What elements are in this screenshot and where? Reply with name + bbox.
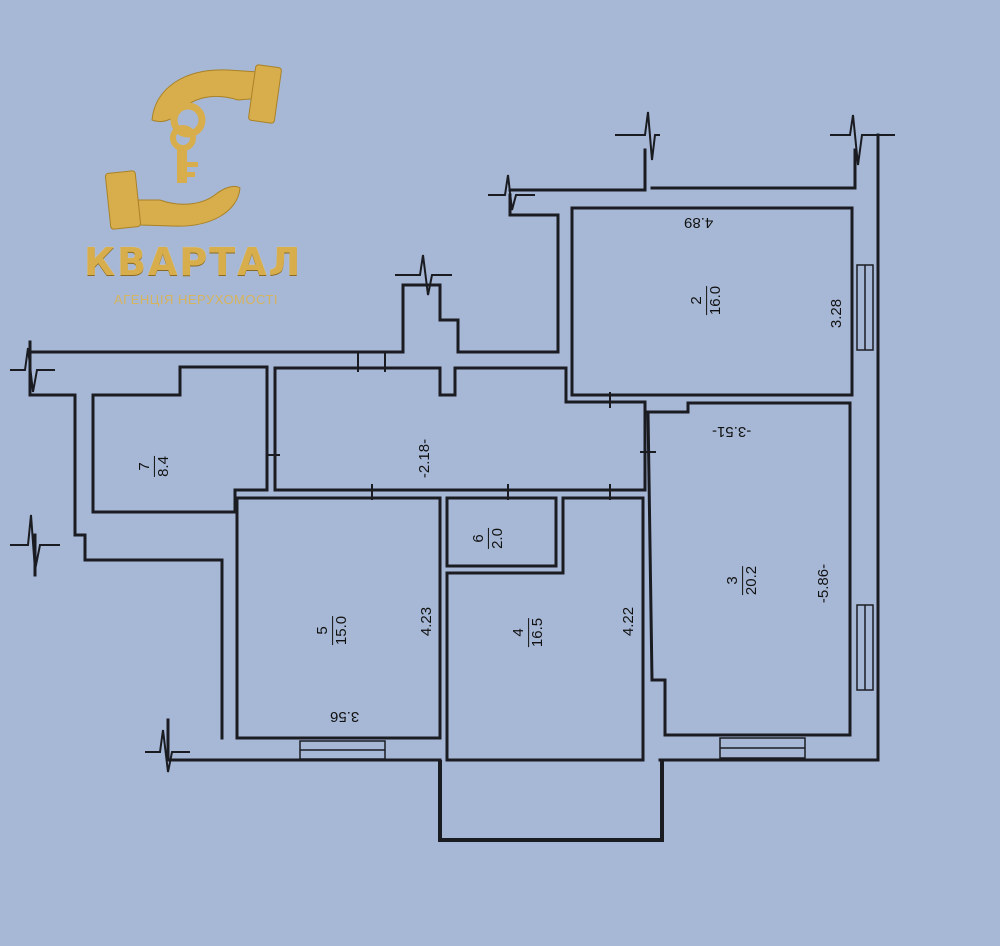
- room7-wall: [91, 365, 269, 514]
- room-2-area: 16.0: [707, 285, 725, 316]
- outer-wall-top: [650, 148, 857, 190]
- room-2-label: 2 16.0: [688, 285, 725, 316]
- room-6-area: 2.0: [488, 528, 506, 549]
- dim-room5-width: 3.56: [330, 708, 360, 725]
- dim-room2-height: 3.28: [828, 298, 846, 329]
- dim-room5-height: 4.23: [418, 606, 436, 637]
- room-7-label: 7 8.4: [135, 456, 173, 477]
- dim-corridor: -2.18-: [416, 438, 434, 479]
- dim-room3-height: -5.86-: [815, 563, 833, 604]
- room-7-number: 7: [135, 456, 155, 477]
- outer-wall-bottom-left: [166, 718, 442, 762]
- room-4-area: 16.5: [529, 617, 547, 648]
- logo-emblem: [104, 64, 282, 230]
- outer-wall-left-top: [28, 340, 77, 397]
- room-6-label: 6 2.0: [469, 528, 507, 549]
- room3-wall: [646, 401, 852, 737]
- room4-wall: [445, 496, 645, 762]
- room-5-label: 5 15.0: [314, 615, 351, 646]
- room-2-number: 2: [688, 285, 708, 316]
- logo-title: КВАРТАЛ: [84, 240, 303, 284]
- room-4-label: 4 16.5: [510, 617, 547, 648]
- dim-room2-width: 4.89: [684, 214, 714, 231]
- room6-wall: [445, 496, 558, 568]
- room2-wall: [570, 206, 854, 397]
- outer-wall-top-center: [508, 148, 647, 192]
- outer-wall-entry: [28, 193, 560, 354]
- room-3-area: 20.2: [743, 565, 761, 596]
- logo-subtitle: АГЕНЦІЯ НЕРУХОМОСТІ: [114, 292, 279, 307]
- room-3-number: 3: [724, 565, 744, 596]
- dim-room3-width: -3.51-: [712, 423, 752, 440]
- corridor-wall: [273, 366, 647, 492]
- room-6-number: 6: [469, 528, 489, 549]
- balcony-wall: [438, 760, 664, 842]
- room-5-number: 5: [314, 615, 334, 646]
- dim-room4-height: 4.22: [620, 606, 638, 637]
- room-4-number: 4: [510, 617, 530, 648]
- room-5-area: 15.0: [333, 615, 351, 646]
- outer-wall-left: [73, 393, 224, 740]
- room-7-area: 8.4: [154, 456, 172, 477]
- room-3-label: 3 20.2: [724, 565, 761, 596]
